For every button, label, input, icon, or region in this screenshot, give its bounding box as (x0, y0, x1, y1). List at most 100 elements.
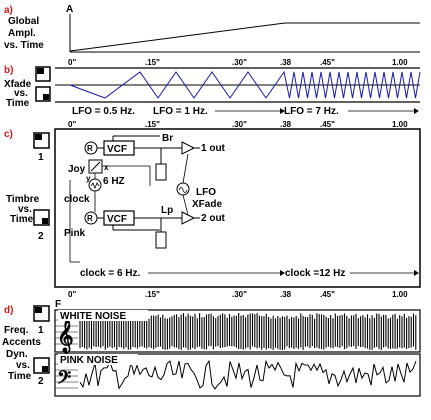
voice-2-icon (33, 209, 50, 226)
clock-oscillator (88, 178, 102, 192)
section-b-ylabel-2: vs. (14, 88, 28, 99)
tick-b-38: .38 (280, 120, 292, 129)
lfo-label-7: LFO = 7 Hz. (284, 106, 339, 117)
envelope-1-box (155, 163, 167, 181)
tick-c-100: 1.00 (392, 290, 408, 299)
tick-c-45: .45" (320, 290, 335, 299)
clock-wave-icon (90, 182, 100, 190)
vcf-1-label: VCF (107, 144, 127, 155)
tick-b-15: .15" (145, 120, 160, 129)
lfo-arrowhead-1 (280, 108, 285, 114)
lfo-label-1: LFO = 1 Hz. (153, 106, 208, 117)
vcf-2-label: VCF (107, 214, 127, 225)
section-d-ylabel-5: Time (8, 371, 32, 382)
tick-a-0: 0" (68, 58, 76, 67)
section-b-ticks: 0" .15" .30" .38 .45" 1.00 (68, 120, 408, 129)
section-c-label: c) (4, 129, 13, 140)
random-source-1-label: R (87, 144, 93, 153)
noise-1-number: 1 (38, 325, 44, 336)
output-2-label: 2 out (201, 213, 226, 224)
lfo-label-0-5: LFO = 0.5 Hz. (72, 106, 135, 117)
clock-rate-label: 6 HZ (103, 176, 125, 187)
tick-a-100: 1.00 (392, 58, 408, 67)
noise-1-icon (33, 305, 50, 322)
section-a-label: a) (4, 5, 13, 16)
section-a-axis-top: A (66, 4, 73, 15)
section-c-ylabel-3: Time (10, 214, 34, 225)
section-a-ylabel-1: Global (8, 16, 39, 27)
voice-2-number: 2 (38, 231, 44, 242)
bass-clef-icon: 𝄢 (57, 367, 72, 392)
clock-rate-12: clock =12 Hz (285, 268, 345, 279)
xfade-label: XFade (192, 199, 222, 210)
section-d-ylabel-3: Dyn. (6, 349, 28, 360)
tick-a-30: .30" (232, 58, 247, 67)
tick-b-0: 0" (68, 120, 76, 129)
lfo-oscillator (176, 182, 190, 196)
white-noise-label-bg (58, 310, 148, 321)
tick-b-30: .30" (232, 120, 247, 129)
section-b-ylabel-1: Xfade (4, 79, 32, 90)
section-b-label: b) (4, 65, 13, 76)
clock-arrowhead-1 (280, 270, 285, 276)
tick-b-45: .45" (320, 120, 335, 129)
clock-rate-6: clock = 6 Hz. (80, 268, 141, 279)
tick-c-30: .30" (232, 290, 247, 299)
joystick-stick (90, 161, 101, 172)
tick-c-0: 0" (68, 290, 76, 299)
pink-noise-staff-lines (55, 363, 78, 389)
section-c-ylabel-1: Timbre (6, 194, 40, 205)
pink-noise-wave (79, 359, 417, 390)
clock-arrowhead-2 (414, 270, 419, 276)
pink-label: Pink (64, 228, 86, 239)
pink-noise-label: PINK NOISE (60, 355, 118, 366)
noise-2-icon (33, 357, 50, 374)
envelope-2-box (155, 231, 167, 249)
joystick-label: Joy (68, 164, 86, 175)
tick-c-38: .38 (280, 290, 292, 299)
section-d-ylabel-4: vs. (16, 360, 30, 371)
section-c-ticks: 0" .15" .30" .38 .45" 1.00 (68, 290, 408, 299)
section-d-label: d) (4, 305, 13, 316)
noise-2-number: 2 (38, 376, 44, 387)
output-1-label: 1 out (201, 143, 226, 154)
random-source-2-label: R (87, 214, 93, 223)
lfo-label: LFO (196, 187, 216, 198)
section-d-top-letter: F (55, 299, 61, 310)
amplitude-envelope-line (69, 22, 420, 52)
section-c-ylabel-2: vs. (18, 204, 32, 215)
section-a-ylabel-2: Ampl. (8, 28, 36, 39)
timbre-patch-frame (54, 128, 421, 288)
voice-1-number: 1 (38, 152, 44, 163)
joystick-y-label: y (86, 174, 91, 183)
vcf-2-type-label: Lp (161, 205, 173, 216)
tick-a-38: .38 (280, 58, 292, 67)
clock-label: clock (64, 194, 90, 205)
tick-a-15: .15" (145, 58, 160, 67)
white-noise-wave (79, 313, 417, 350)
lfo-sine-icon (178, 187, 188, 193)
voice-1-icon (33, 132, 50, 149)
amp-2 (181, 211, 196, 225)
joystick-x-label: x (104, 163, 109, 172)
vcf-1-type-label: Br (162, 133, 173, 144)
section-a-ticks: 0" .15" .30" .38 .45" 1.00 (68, 58, 408, 67)
wire-lfo-amp2 (182, 194, 189, 216)
pink-noise-label-bg (58, 354, 138, 365)
amp-1 (181, 141, 196, 155)
wire-lfo-amp1 (182, 153, 189, 184)
lfo-arrowhead-2 (414, 108, 419, 114)
white-noise-label: WHITE NOISE (60, 311, 126, 322)
tick-b-100: 1.00 (392, 120, 408, 129)
section-b-ylabel-3: Time (6, 98, 30, 109)
treble-clef-icon: 𝄞 (57, 319, 74, 354)
section-a-ylabel-3: vs. Time (4, 40, 44, 51)
section-d-ylabel-1: Freq. (4, 325, 29, 336)
section-d-ylabel-2: Accents (2, 337, 41, 348)
tick-c-15: .15" (145, 290, 160, 299)
xfade-bottom-icon (35, 86, 51, 102)
tick-a-45: .45" (320, 58, 335, 67)
xfade-top-icon (35, 66, 51, 82)
